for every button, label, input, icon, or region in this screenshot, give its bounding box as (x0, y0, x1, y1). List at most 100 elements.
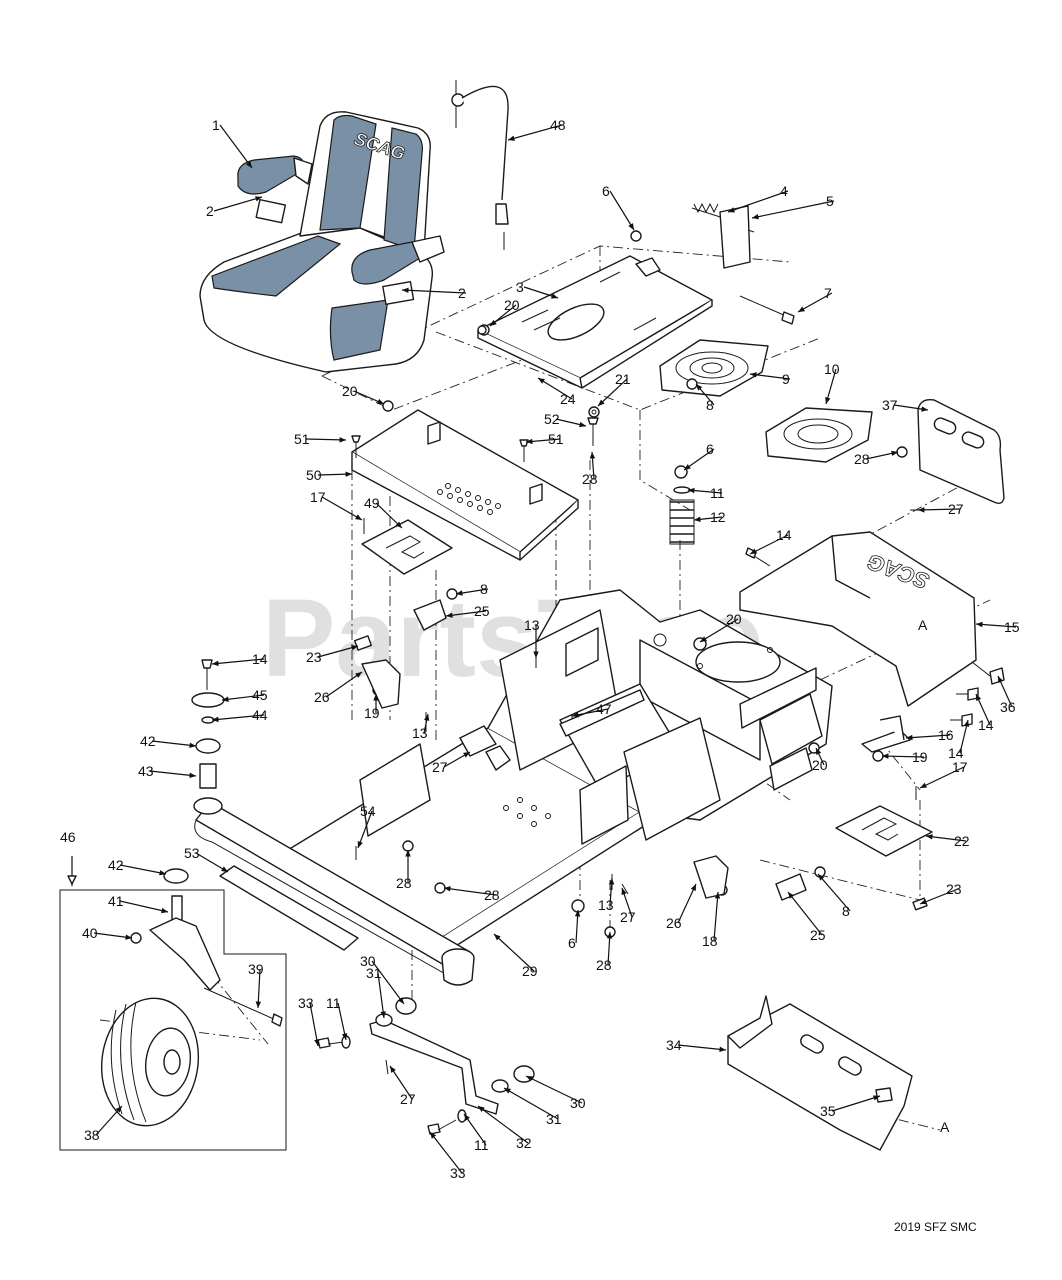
leader-line (317, 645, 359, 658)
leader-arrow (976, 694, 982, 701)
leader-arrow (598, 399, 605, 406)
callout-label: 45 (252, 687, 268, 703)
callout-label: 23 (946, 881, 962, 897)
leader-arrow (920, 899, 927, 905)
callout-30: 30 (360, 953, 405, 1005)
callout-label: 14 (978, 717, 994, 733)
leader-arrow (494, 934, 501, 941)
leader-line (389, 1065, 413, 1100)
callout-label: 11 (474, 1137, 489, 1153)
leader-arrow (189, 742, 196, 748)
callout-48: 48 (507, 117, 566, 141)
leader-line (919, 888, 959, 905)
callout-label: 11 (710, 485, 725, 501)
callout-25: 25 (445, 603, 490, 619)
callout-label: 51 (548, 431, 564, 447)
callout-10: 10 (824, 361, 840, 405)
leader-arrow (189, 772, 196, 779)
callout-47: 47 (571, 701, 612, 718)
callout-3: 3 (516, 279, 559, 299)
leader-line (371, 960, 405, 1005)
callout-20: 20 (489, 297, 520, 327)
callout-28: 28 (582, 451, 598, 487)
callout-label: A (940, 1119, 950, 1135)
callout-17: 17 (919, 759, 968, 789)
leader-arrow (551, 293, 558, 299)
callout-label: 21 (615, 371, 631, 387)
callout-label: 38 (84, 1127, 100, 1143)
callout-11: 11 (687, 485, 725, 501)
callout-37: 37 (882, 397, 929, 413)
callout-label: 50 (306, 467, 322, 483)
callout-19: 19 (881, 749, 928, 765)
leader-arrow (161, 907, 168, 914)
callout-label: 49 (364, 495, 380, 511)
callout-label: 3 (516, 279, 524, 295)
leader-line (445, 610, 487, 617)
leader-line (401, 289, 467, 294)
leader-arrow (606, 932, 613, 939)
leader-arrow (752, 214, 759, 220)
leader-arrow (357, 841, 363, 848)
leader-arrow (255, 196, 262, 202)
leader-line (119, 900, 169, 913)
leader-arrow (245, 161, 252, 168)
leader-arrow (750, 548, 757, 554)
callout-label: 27 (432, 759, 448, 775)
callout-label: 53 (184, 845, 200, 861)
leader-line (713, 891, 719, 942)
callout-28: 28 (443, 886, 500, 903)
callout-27: 27 (432, 751, 471, 775)
diagram-model-code: 2019 SFZ SMC (894, 1220, 977, 1234)
leader-arrow (402, 287, 409, 294)
callout-27: 27 (620, 887, 636, 925)
bracket-37 (917, 399, 1005, 505)
leader-line (211, 658, 265, 665)
leader-line (751, 200, 835, 219)
callout-label: 28 (582, 471, 598, 487)
callout-label: 40 (82, 925, 98, 941)
callout-46: 46 (60, 829, 76, 845)
callout-label: 24 (560, 391, 576, 407)
leader-line (149, 770, 197, 777)
leader-line (507, 124, 563, 141)
callout-label: 39 (248, 961, 264, 977)
callout-17: 17 (310, 489, 363, 521)
leader-arrow (221, 866, 228, 872)
callout-label: 26 (314, 689, 330, 705)
callout-label: 8 (706, 397, 714, 413)
leader-arrow (719, 1046, 726, 1053)
leader-line (377, 972, 385, 1019)
callout-label: 11 (326, 995, 341, 1011)
leader-arrow (696, 384, 703, 391)
leader-arrow (608, 878, 615, 885)
callout-33: 33 (298, 995, 320, 1047)
callout-label: 48 (550, 117, 566, 133)
leader-line (597, 378, 628, 407)
seat-plate (477, 255, 713, 389)
callout-35: 35 (820, 1095, 881, 1119)
callout-9: 9 (749, 371, 791, 387)
callout-41: 41 (108, 893, 169, 914)
leader-arrow (339, 437, 346, 443)
leader-arrow (390, 1066, 396, 1073)
callout-14: 14 (948, 719, 970, 761)
callout-label: 17 (310, 489, 326, 505)
leader-line (309, 1002, 319, 1047)
callout-13: 13 (524, 617, 540, 658)
leader-arrow (873, 1095, 880, 1101)
callout-label: 9 (782, 371, 790, 387)
callout-33: 33 (429, 1131, 466, 1181)
callout-label: 23 (306, 649, 322, 665)
leader-line (443, 887, 497, 896)
callout-42: 42 (140, 733, 197, 749)
callout-label: 20 (504, 297, 520, 313)
leader-line (677, 1044, 727, 1051)
leader-line (357, 810, 373, 849)
callout-label: 25 (810, 927, 826, 943)
callout-label: 2 (206, 203, 214, 219)
callout-22: 22 (925, 833, 970, 849)
leader-arrow (212, 716, 219, 723)
leader-arrow (125, 934, 132, 940)
leader-arrow (728, 207, 735, 213)
